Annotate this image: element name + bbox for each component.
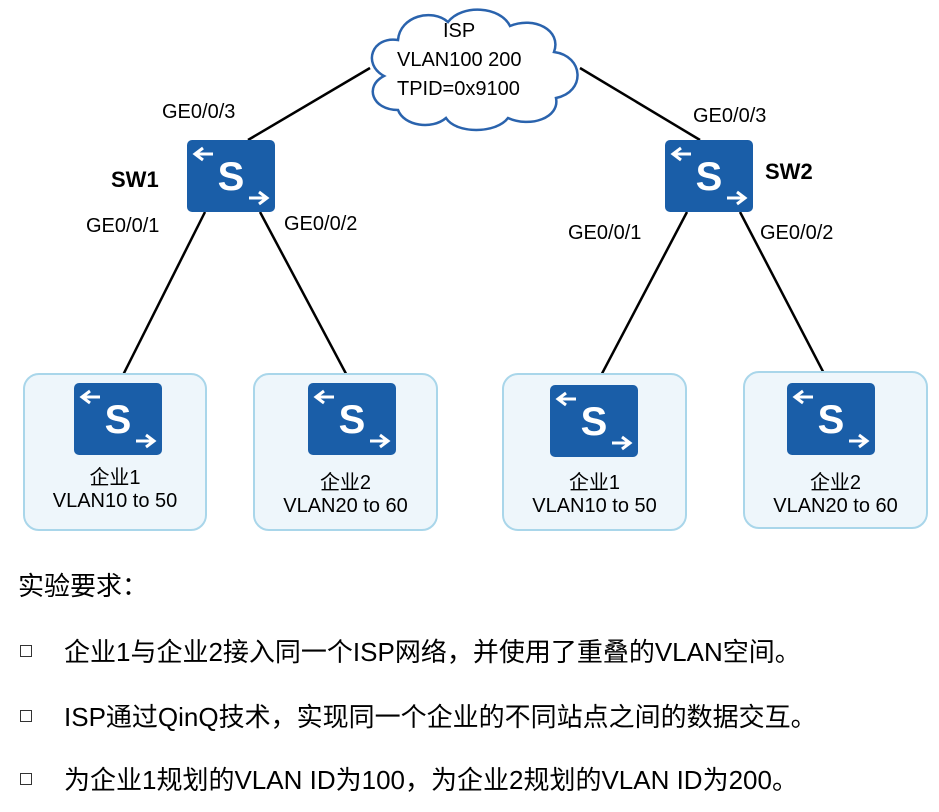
- switch-icon[interactable]: S: [550, 385, 638, 457]
- square-bullet-icon: [20, 773, 32, 786]
- requirement-item: 为企业1规划的VLAN ID为100，为企业2规划的VLAN ID为200。: [20, 760, 798, 797]
- svg-text:S: S: [581, 400, 608, 444]
- link-sw1-ent2: [258, 211, 354, 386]
- port-label-sw1-ge002: GE0/0/2: [284, 213, 358, 235]
- requirements-title: 实验要求：: [18, 571, 149, 601]
- square-bullet-icon: [20, 710, 32, 723]
- enterprise-name: 企业2: [809, 472, 862, 494]
- cloud-label-vlans: VLAN100 200: [397, 49, 522, 71]
- enterprise-box: S 企业1 VLAN10 to 50: [502, 373, 687, 531]
- switch-icon[interactable]: S: [187, 140, 275, 212]
- link-sw2-ent2: [738, 211, 832, 386]
- enterprise-vlan-range: VLAN10 to 50: [532, 495, 657, 517]
- requirement-text: ISP通过QinQ技术，实现同一个企业的不同站点之间的数据交互。: [64, 702, 817, 732]
- enterprise-vlan-range: VLAN10 to 50: [52, 490, 178, 512]
- svg-text:S: S: [105, 398, 132, 442]
- enterprise-vlan-range: VLAN20 to 60: [773, 495, 898, 517]
- switch-icon[interactable]: S: [308, 383, 396, 455]
- enterprise-vlan-range: VLAN20 to 60: [283, 495, 408, 517]
- enterprise-box: S 企业2 VLAN20 to 60: [253, 373, 438, 531]
- switch-icon[interactable]: S: [74, 383, 162, 455]
- switch-name-sw2: SW2: [765, 159, 813, 184]
- enterprise-name: 企业1: [568, 472, 621, 494]
- port-label-sw2-ge003: GE0/0/3: [693, 105, 767, 127]
- link-sw1-ent1: [116, 211, 207, 386]
- enterprise-name: 企业2: [319, 472, 372, 494]
- port-label-sw1-ge001: GE0/0/1: [86, 215, 160, 237]
- switch-icon[interactable]: S: [665, 140, 753, 212]
- link-sw2-isp: [579, 66, 701, 142]
- svg-text:S: S: [818, 398, 845, 442]
- port-label-sw2-ge001: GE0/0/1: [568, 222, 642, 244]
- switch-name-sw1: SW1: [111, 167, 159, 192]
- svg-text:S: S: [339, 398, 366, 442]
- enterprise-box: S 企业2 VLAN20 to 60: [743, 371, 928, 529]
- square-bullet-icon: [20, 645, 32, 658]
- requirement-text: 为企业1规划的VLAN ID为100，为企业2规划的VLAN ID为200。: [64, 765, 798, 795]
- enterprise-box: S 企业1 VLAN10 to 50: [23, 373, 207, 531]
- enterprise-name: 企业1: [89, 467, 141, 489]
- link-sw1-isp: [247, 66, 371, 142]
- svg-text:S: S: [218, 155, 245, 199]
- port-label-sw2-ge002: GE0/0/2: [760, 222, 834, 244]
- cloud-icon: [370, 8, 579, 132]
- requirement-item: ISP通过QinQ技术，实现同一个企业的不同站点之间的数据交互。: [20, 697, 817, 734]
- link-sw2-ent1: [594, 211, 689, 386]
- port-label-sw1-ge003: GE0/0/3: [162, 101, 236, 123]
- requirement-item: 企业1与企业2接入同一个ISP网络，并使用了重叠的VLAN空间。: [20, 632, 801, 669]
- switch-icon[interactable]: S: [787, 383, 875, 455]
- requirement-text: 企业1与企业2接入同一个ISP网络，并使用了重叠的VLAN空间。: [64, 637, 801, 667]
- cloud-label-isp: ISP: [443, 20, 476, 42]
- cloud-label-tpid: TPID=0x9100: [397, 78, 520, 100]
- svg-text:S: S: [696, 155, 723, 199]
